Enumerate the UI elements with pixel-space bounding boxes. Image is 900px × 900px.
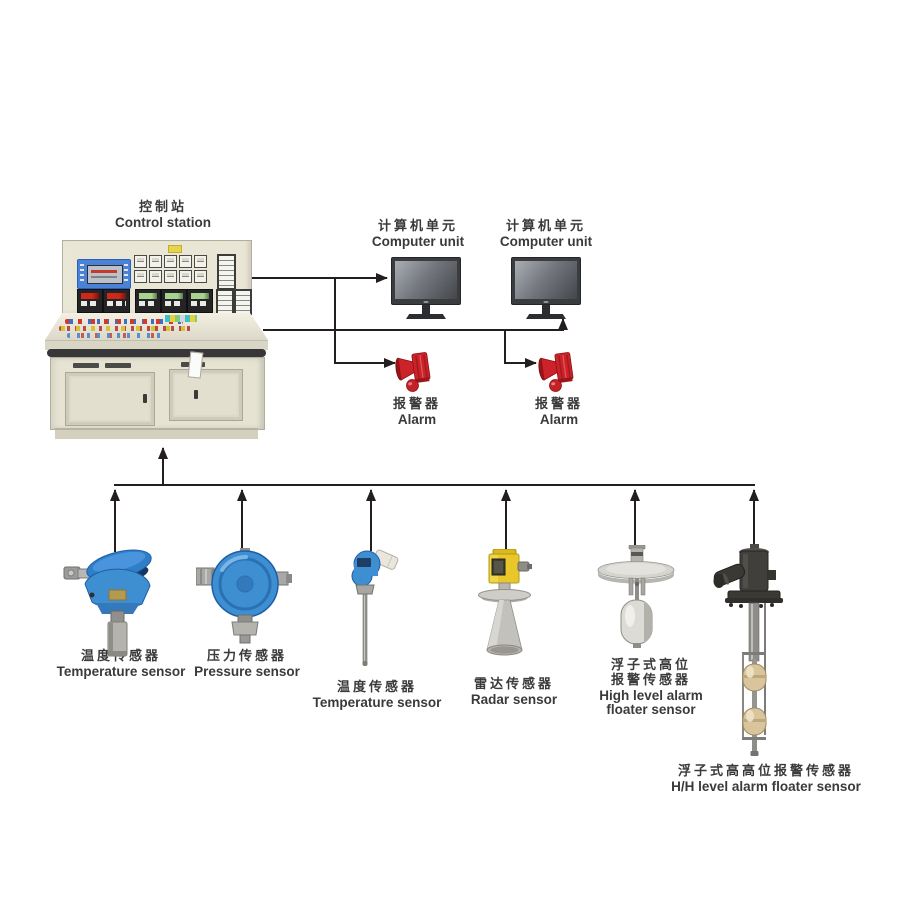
high-level-floater-label-en1: High level alarm (599, 687, 703, 703)
computer-unit-1-label-zh: 计算机单元 (377, 219, 458, 234)
cabinet-door-left (65, 372, 155, 426)
controller-green-display (161, 289, 187, 313)
desk-button-cluster (165, 315, 197, 322)
pressure-sensor-label-zh: 压力传感器 (206, 649, 287, 664)
hmi-left-buttons (80, 264, 84, 284)
temperature-sensor-2-label-en: Temperature sensor (312, 694, 442, 710)
controller-red-display (103, 289, 130, 313)
monitor-bezel (391, 257, 461, 305)
temperature-sensor-1-label-en: Temperature sensor (56, 663, 186, 679)
monitor-screen (515, 261, 577, 299)
desk-button-row (67, 333, 163, 338)
cabinet-base (55, 428, 258, 439)
wire-branch-to-alarm-1 (334, 278, 396, 368)
radar-sensor-label-zh: 雷达传感器 (473, 677, 555, 692)
meter-grid (134, 255, 207, 283)
meter (194, 270, 207, 283)
hh-level-floater-label-en: H/H level alarm floater sensor (671, 778, 861, 794)
monitor-base (526, 314, 566, 319)
door-handle (143, 394, 147, 403)
high-level-floater-label-zh1: 浮子式高位 (610, 658, 692, 673)
vertical-indicator (216, 289, 234, 315)
controller-green-display (135, 289, 161, 313)
hmi-screen (87, 265, 123, 284)
alarm-siren-2-icon (538, 352, 574, 392)
hanging-tag (187, 351, 204, 379)
controller-green-display (187, 289, 213, 313)
computer-unit-1 (390, 257, 462, 319)
hmi-display-unit (77, 259, 131, 289)
high-level-floater-sensor-graphic (597, 545, 675, 648)
high-level-floater-label-zh2: 报警传感器 (610, 672, 692, 688)
wire-station-to-computer-2 (263, 318, 568, 331)
vertical-indicator (217, 254, 236, 290)
meter (149, 255, 162, 268)
temperature-sensor-2-label-zh: 温度传感器 (336, 680, 417, 695)
monitor-base (406, 314, 446, 319)
meter (134, 270, 147, 283)
cabinet-body (50, 351, 265, 430)
meter (179, 270, 192, 283)
computer-unit-2 (510, 257, 582, 319)
high-level-floater-sensor-label: 浮子式高位 报警传感器 High level alarm floater sen… (599, 658, 703, 718)
hh-level-floater-sensor-label: 浮子式高高位报警传感器 H/H level alarm floater sens… (671, 764, 861, 795)
high-level-floater-label-en2: floater sensor (606, 702, 696, 718)
meter (149, 270, 162, 283)
radar-sensor-label: 雷达传感器 Radar sensor (470, 677, 558, 708)
meter (164, 270, 177, 283)
computer-unit-2-label: 计算机单元 Computer unit (499, 219, 593, 250)
cabinet-vent (73, 363, 99, 368)
desk-button-row (65, 319, 183, 324)
desk-front-edge (45, 340, 268, 350)
door-handle (194, 390, 198, 399)
temperature-sensor-1-graphic (63, 549, 152, 657)
panel-yellow-tag (168, 245, 182, 253)
control-station-instrument-panel (62, 240, 252, 315)
alarm-1-label: 报警器 Alarm (392, 397, 442, 428)
alarm-1-label-en: Alarm (397, 411, 437, 427)
pressure-sensor-graphic (196, 548, 292, 644)
vertical-indicator (234, 289, 252, 315)
control-station-label-zh: 控制站 (138, 200, 187, 215)
hh-level-floater-sensor-graphic (713, 544, 783, 756)
temperature-sensor-2-label: 温度传感器 Temperature sensor (312, 680, 442, 711)
wire-branch-to-alarm-2 (504, 330, 537, 368)
desk-button-row (59, 326, 191, 331)
computer-unit-1-label: 计算机单元 Computer unit (371, 219, 465, 250)
monitor-neck (542, 305, 550, 314)
alarm-siren-1-icon (395, 352, 431, 392)
cabinet-vent (105, 363, 131, 368)
temperature-sensor-2-graphic (351, 549, 399, 666)
monitor-screen (395, 261, 457, 299)
control-station-label: 控制站 Control station (115, 200, 211, 231)
meter (164, 255, 177, 268)
control-station-label-en: Control station (115, 214, 211, 230)
desk-rail (47, 349, 266, 357)
pressure-sensor-label-en: Pressure sensor (194, 663, 300, 679)
alarm-2-label-en: Alarm (539, 411, 579, 427)
cabinet-door-right (169, 369, 243, 421)
control-station (45, 238, 268, 439)
monitor-logo (423, 301, 429, 303)
meter (194, 255, 207, 268)
hh-level-floater-label-zh: 浮子式高高位报警传感器 (677, 764, 854, 779)
monitor-neck (422, 305, 430, 314)
radar-sensor-label-en: Radar sensor (470, 691, 558, 707)
controller-red-display (77, 289, 103, 313)
alarm-1-label-zh: 报警器 (392, 397, 442, 412)
monitor-logo (543, 301, 549, 303)
computer-unit-1-label-en: Computer unit (371, 233, 465, 249)
radar-sensor-graphic (478, 549, 532, 656)
meter (134, 255, 147, 268)
alarm-2-label-zh: 报警器 (534, 397, 584, 412)
meter (179, 255, 192, 268)
alarm-2-label: 报警器 Alarm (534, 397, 584, 428)
monitor-bezel (511, 257, 581, 305)
computer-unit-2-label-zh: 计算机单元 (505, 219, 586, 234)
hmi-right-buttons (124, 264, 128, 284)
pressure-sensor-label: 压力传感器 Pressure sensor (194, 649, 300, 680)
computer-unit-2-label-en: Computer unit (499, 233, 593, 249)
